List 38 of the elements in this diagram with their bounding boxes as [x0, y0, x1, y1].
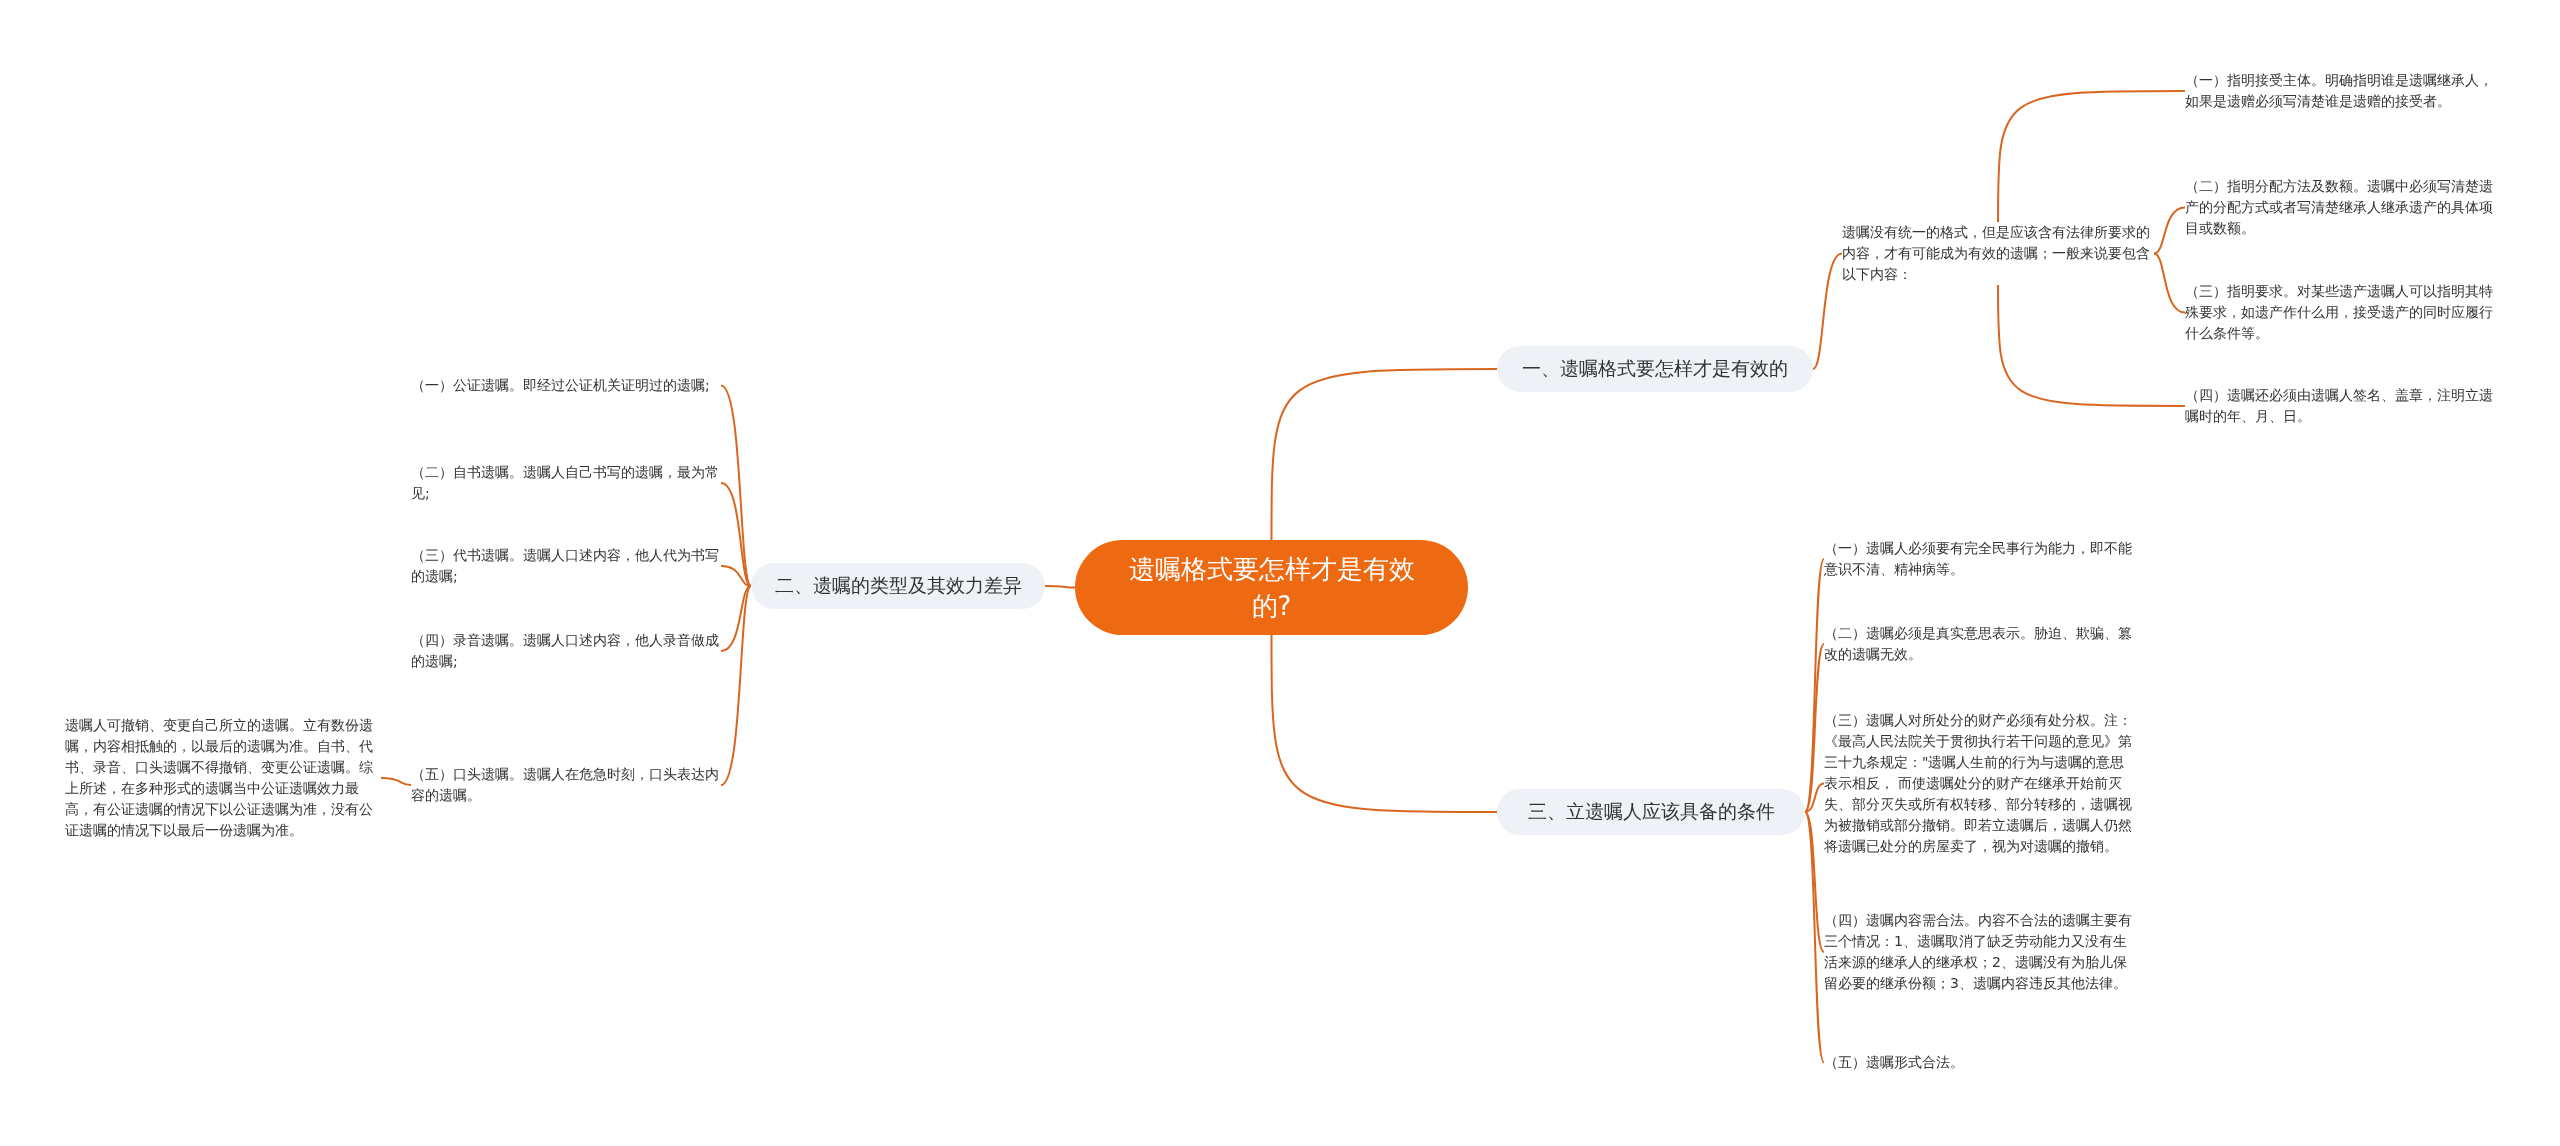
connector-line — [1997, 284, 2186, 407]
connector-line — [1804, 811, 1825, 953]
subtopic-text: （二）遗嘱必须是真实意思表示。胁迫、欺骗、篡改的遗嘱无效。 — [1824, 623, 2134, 665]
connector-line — [720, 482, 752, 587]
subtopic-text: 遗嘱没有统一的格式，但是应该含有法律所要求的内容，才有可能成为有效的遗嘱；一般来说要包含以下内容： — [1842, 222, 2154, 285]
connector-line — [720, 585, 752, 652]
subtopic-text: （一）遗嘱人必须要有完全民事行为能力，即不能意识不清、精神病等。 — [1824, 538, 2134, 580]
connector-line — [1804, 643, 1825, 813]
subtopic-text: （四）录音遗嘱。遗嘱人口述内容，他人录音做成的遗嘱; — [411, 630, 721, 672]
topic-pill: 三、立遗嘱人应该具备的条件 — [1497, 789, 1805, 835]
topic-pill: 一、遗嘱格式要怎样才是有效的 — [1497, 346, 1813, 392]
connector-line — [1270, 634, 1498, 813]
subtopic-text: （三）代书遗嘱。遗嘱人口述内容，他人代为书写的遗嘱; — [411, 545, 721, 587]
subtopic-text: （二）指明分配方法及数额。遗嘱中必须写清楚遗产的分配方式或者写清楚继承人继承遗产的具体项目或数额。 — [2185, 176, 2497, 239]
subtopic-text: 遗嘱人可撤销、变更自己所立的遗嘱。立有数份遗嘱，内容相抵触的，以最后的遗嘱为准。自书、代书、录音、口头遗嘱不得撤销、变更公证遗嘱。综上所述，在多种形式的遗嘱当中公证遗嘱效力最高，有公证遗嘱的情况下以公证遗嘱为准，没有公证遗嘱的情况下以最后一份遗嘱为准。 — [65, 715, 381, 841]
connector-line — [2153, 252, 2186, 314]
connector-line — [380, 777, 412, 786]
subtopic-text: （二）自书遗嘱。遗嘱人自己书写的遗嘱，最为常见; — [411, 462, 721, 504]
subtopic-text: （四）遗嘱内容需合法。内容不合法的遗嘱主要有三个情况：1、遗嘱取消了缺乏劳动能力又没有生活来源的继承人的继承权；2、遗嘱没有为胎儿保留必要的继承份额；3、遗嘱内容违反其他法律。 — [1824, 910, 2134, 994]
connector-line — [1804, 782, 1825, 813]
connector-line — [1804, 811, 1825, 1064]
topic-pill: 二、遗嘱的类型及其效力差异 — [751, 563, 1045, 609]
connector-line — [1270, 368, 1498, 541]
connector-line — [1812, 252, 1843, 370]
connector-line — [720, 585, 752, 786]
subtopic-text: （四）遗嘱还必须由遗嘱人签名、盖章，注明立遗嘱时的年、月、日。 — [2185, 385, 2497, 427]
subtopic-text: （五）遗嘱形式合法。 — [1824, 1052, 2134, 1073]
connector-line — [720, 565, 752, 587]
connector-line — [2153, 206, 2186, 255]
subtopic-text: （三）遗嘱人对所处分的财产必须有处分权。注：《最高人民法院关于贯彻执行若干问题的意见》第三十九条规定："遗嘱人生前的行为与遗嘱的意思表示相反， 而使遗嘱处分的财产在继承开始前灭失、部分灭失或所有权转移、部分转移的，遗嘱视为被撤销或部分撤销。即若立遗嘱后，遗嘱人仍然将遗嘱已处分的房屋卖了，视为对遗嘱的撤销。 — [1824, 710, 2134, 857]
connector-line — [1997, 90, 2186, 223]
connector-line — [1044, 585, 1076, 589]
central-topic: 遗嘱格式要怎样才是有效的? — [1075, 540, 1468, 635]
subtopic-text: （五）口头遗嘱。遗嘱人在危急时刻，口头表达内容的遗嘱。 — [411, 764, 721, 806]
subtopic-text: （三）指明要求。对某些遗产遗嘱人可以指明其特殊要求，如遗产作什么用，接受遗产的同时应履行什么条件等。 — [2185, 281, 2497, 344]
subtopic-text: （一）公证遗嘱。即经过公证机关证明过的遗嘱; — [411, 375, 721, 396]
connector-line — [720, 384, 752, 587]
subtopic-text: （一）指明接受主体。明确指明谁是遗嘱继承人，如果是遗赠必须写清楚谁是遗赠的接受者。 — [2185, 70, 2497, 112]
